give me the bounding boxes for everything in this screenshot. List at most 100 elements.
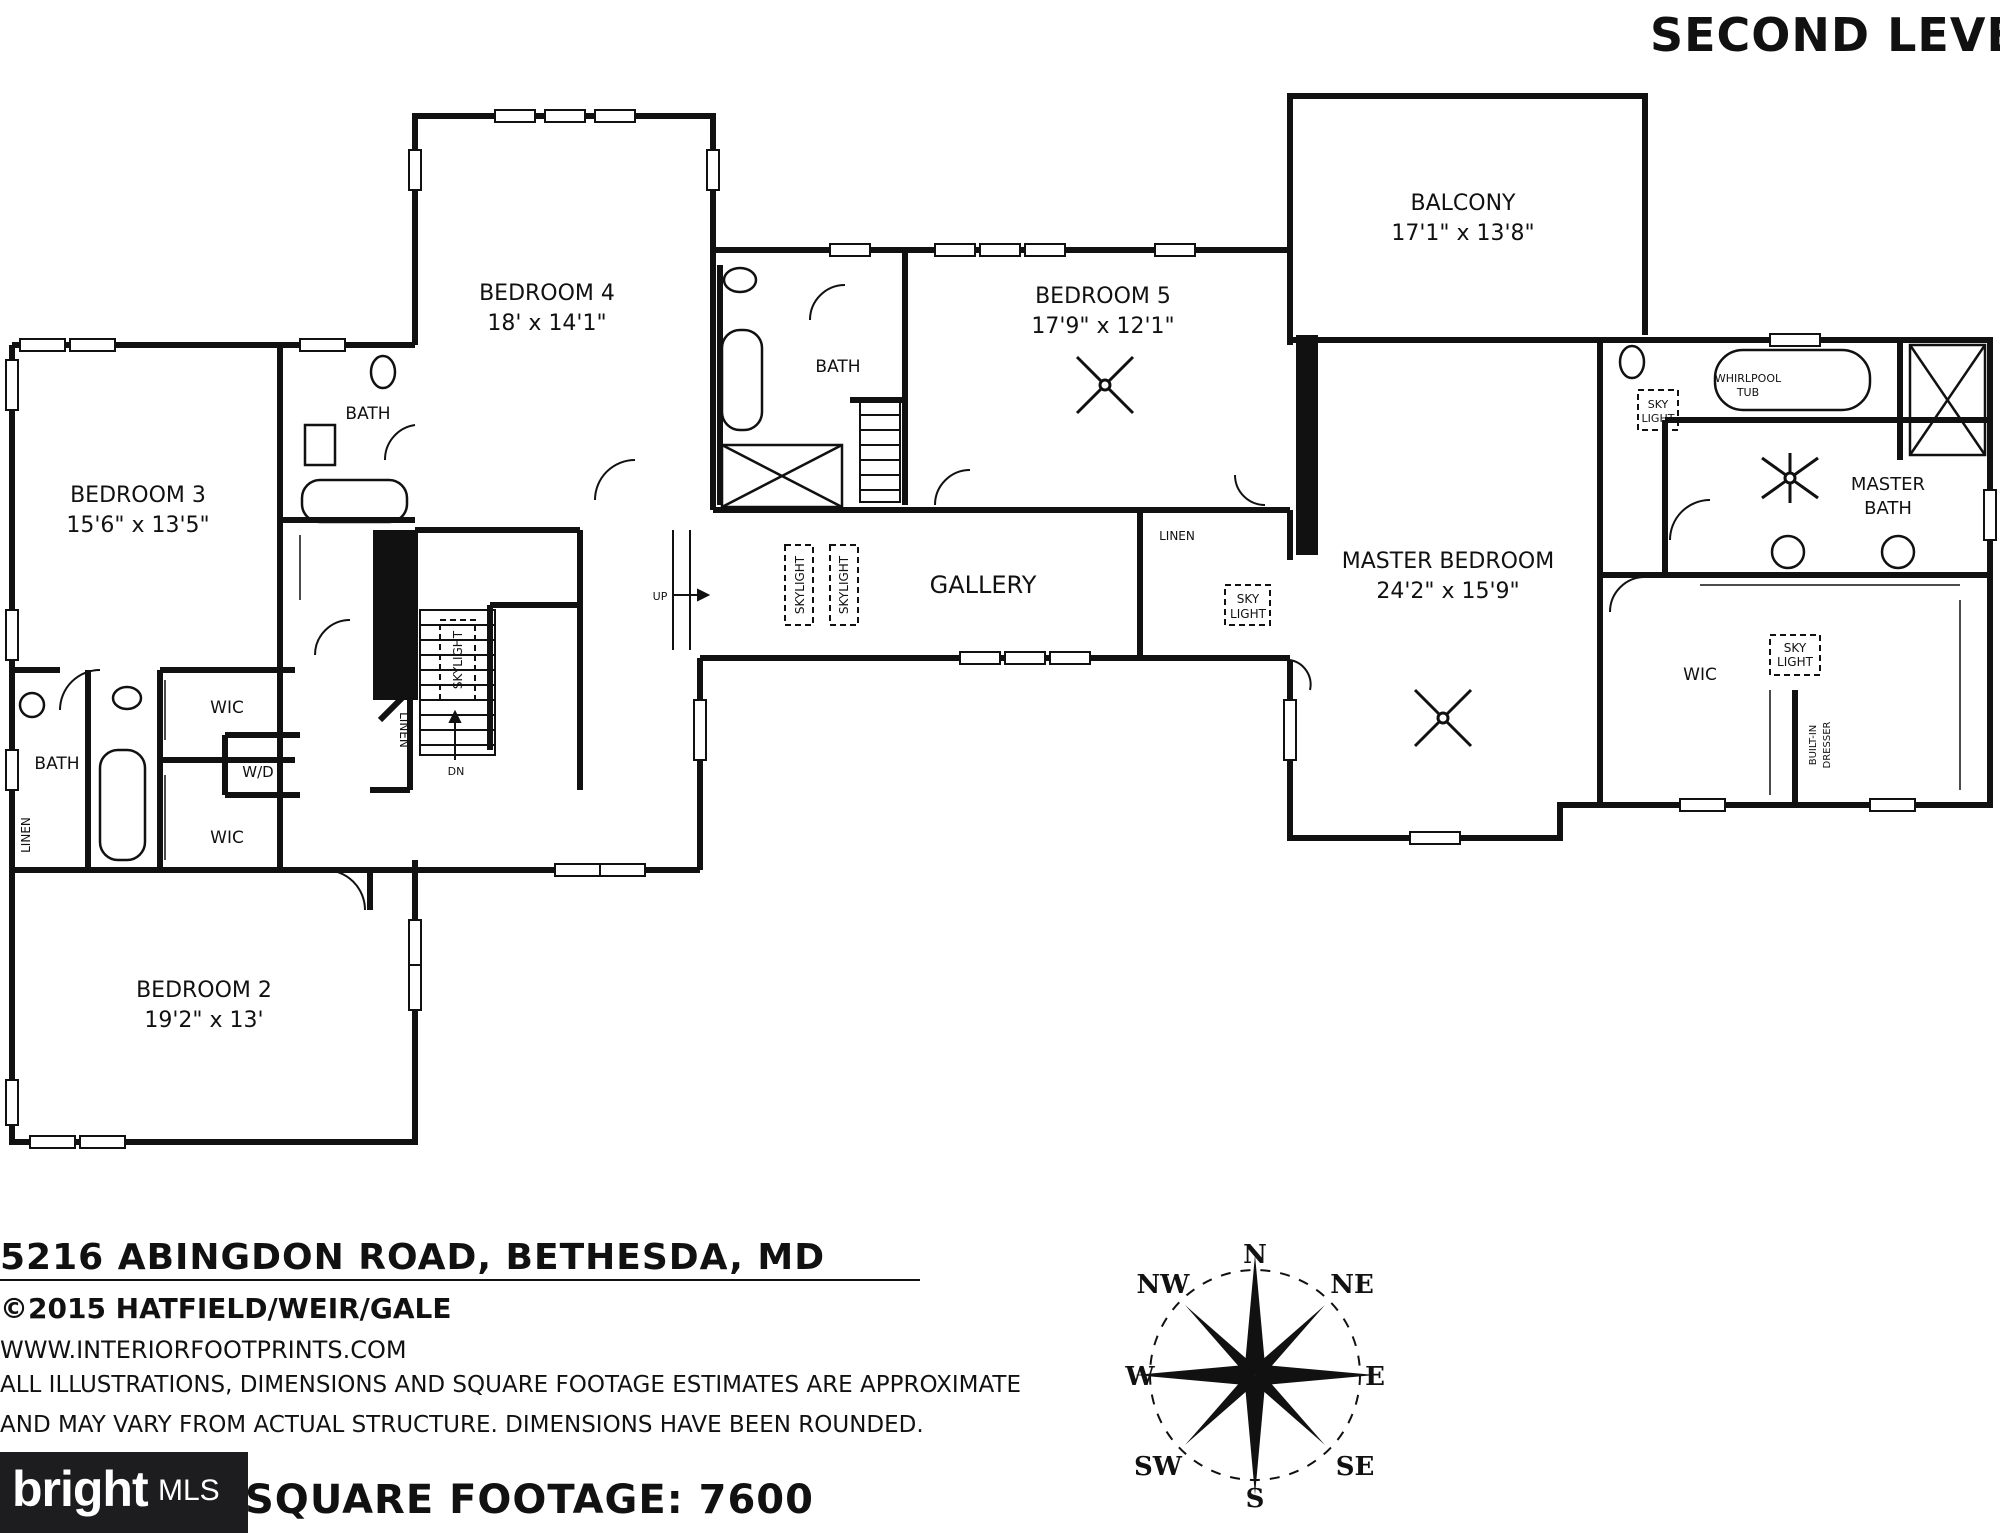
wd-label: W/D xyxy=(242,763,273,781)
ceiling-fan xyxy=(1761,453,1819,503)
bedroom2-name: BEDROOM 2 xyxy=(136,978,272,1003)
door-swing xyxy=(1234,474,1266,506)
watermark-suffix: MLS xyxy=(158,1474,220,1507)
bedroom5-dims: 17'9" x 12'1" xyxy=(1031,314,1174,339)
door-swing xyxy=(314,619,351,656)
window xyxy=(19,338,66,352)
compass-n: N xyxy=(1243,1240,1267,1270)
window xyxy=(544,109,586,123)
window xyxy=(5,359,19,411)
light-label: LIGHT xyxy=(1777,655,1814,669)
bedroom2-dims: 19'2" x 13' xyxy=(144,1008,263,1033)
window xyxy=(1769,333,1821,347)
window xyxy=(5,749,19,791)
bath-label: BATH xyxy=(345,404,390,424)
window xyxy=(494,109,536,123)
door-swing xyxy=(324,869,366,911)
window xyxy=(1983,489,1997,541)
skylight-label: SKYLIGHT xyxy=(793,555,807,614)
door-swing xyxy=(1669,499,1711,541)
sink xyxy=(1880,534,1916,570)
copyright: ©2015 HATFIELD/WEIR/GALE xyxy=(0,1292,452,1325)
window xyxy=(69,338,116,352)
window xyxy=(1049,651,1091,665)
door-swing xyxy=(934,469,971,506)
toilet xyxy=(722,266,758,294)
window xyxy=(79,1135,126,1149)
window xyxy=(554,863,601,877)
skylight-box xyxy=(1769,634,1821,676)
wall-master-bottom xyxy=(1287,660,1563,841)
skylight-box xyxy=(829,544,859,626)
skylight-box xyxy=(1637,389,1679,431)
window xyxy=(959,651,1001,665)
bedroom4-name: BEDROOM 4 xyxy=(479,281,615,306)
window xyxy=(1679,798,1726,812)
wall-south xyxy=(9,867,418,1145)
bedroom3-dims: 15'6" x 13'5" xyxy=(66,513,209,538)
toilet xyxy=(111,685,143,711)
wall-master-top xyxy=(1290,337,1993,810)
up-label: UP xyxy=(653,590,668,603)
skylight-box xyxy=(1224,584,1271,626)
website-link[interactable]: WWW.INTERIORFOOTPRINTS.COM xyxy=(0,1336,407,1364)
door-swing xyxy=(1289,659,1312,691)
dresser-label: DRESSER xyxy=(1822,721,1833,768)
property-address: 5216 ABINGDON ROAD, BETHESDA, MD xyxy=(0,1237,826,1278)
disclaimer-line-1: ALL ILLUSTRATIONS, DIMENSIONS AND SQUARE… xyxy=(0,1372,1022,1398)
bathtub xyxy=(300,478,409,524)
window xyxy=(706,149,720,191)
master-bath-line1: MASTER xyxy=(1851,474,1925,495)
wic-label: WIC xyxy=(1683,665,1717,685)
window xyxy=(29,1135,76,1149)
door-swing xyxy=(1609,576,1646,613)
linen-label: LINEN xyxy=(397,712,411,748)
disclaimer-line-2: AND MAY VARY FROM ACTUAL STRUCTURE. DIME… xyxy=(0,1412,924,1438)
window xyxy=(5,1079,19,1126)
compass-sw: SW xyxy=(1134,1452,1183,1482)
dn-label: DN xyxy=(448,765,465,778)
built-in-label: BUILT-IN xyxy=(1808,725,1819,766)
bath-label: BATH xyxy=(34,754,79,774)
sky-label: SKY xyxy=(1237,592,1260,606)
balcony-name: BALCONY xyxy=(1411,191,1517,216)
window xyxy=(1869,798,1916,812)
wall-balcony xyxy=(1287,93,1648,345)
compass-rose: N S W E NW NE SW SE xyxy=(1124,1240,1385,1514)
window xyxy=(1024,243,1066,257)
window xyxy=(408,149,422,191)
bright-mls-watermark: bright MLS xyxy=(0,1452,248,1533)
bath-label: BATH xyxy=(815,357,860,377)
window xyxy=(594,109,636,123)
window xyxy=(5,609,19,661)
skylight-label: SKYLIGHT xyxy=(837,555,851,614)
door-swing xyxy=(594,459,636,501)
linen-label: LINEN xyxy=(19,817,33,853)
balcony-dims: 17'1" x 13'8" xyxy=(1391,221,1534,246)
linen-label: LINEN xyxy=(1159,529,1195,543)
wic-label: WIC xyxy=(210,698,244,718)
window xyxy=(299,338,346,352)
square-footage: SQUARE FOOTAGE: 7600 xyxy=(245,1477,814,1523)
toilet xyxy=(369,354,397,390)
skylight-box xyxy=(784,544,814,626)
door-swing xyxy=(809,284,846,321)
compass-se: SE xyxy=(1336,1452,1375,1482)
address-underline xyxy=(0,1279,920,1281)
solid-wall-master xyxy=(1296,335,1318,555)
compass-e: E xyxy=(1365,1362,1385,1392)
light-label: LIGHT xyxy=(1642,412,1675,425)
window xyxy=(1283,699,1297,761)
bathtub xyxy=(98,748,147,862)
ceiling-fan xyxy=(1413,688,1473,748)
compass-w: W xyxy=(1124,1362,1155,1392)
tub-label: TUB xyxy=(1736,386,1759,399)
bedroom4-dims: 18' x 14'1" xyxy=(487,311,606,336)
wic-label: WIC xyxy=(210,828,244,848)
window xyxy=(979,243,1021,257)
master-bath-line2: BATH xyxy=(1864,498,1912,519)
shower xyxy=(1908,343,1987,457)
sink xyxy=(18,691,46,719)
master-bedroom-dims: 24'2" x 15'9" xyxy=(1376,579,1519,604)
bedroom3-name: BEDROOM 3 xyxy=(70,483,206,508)
